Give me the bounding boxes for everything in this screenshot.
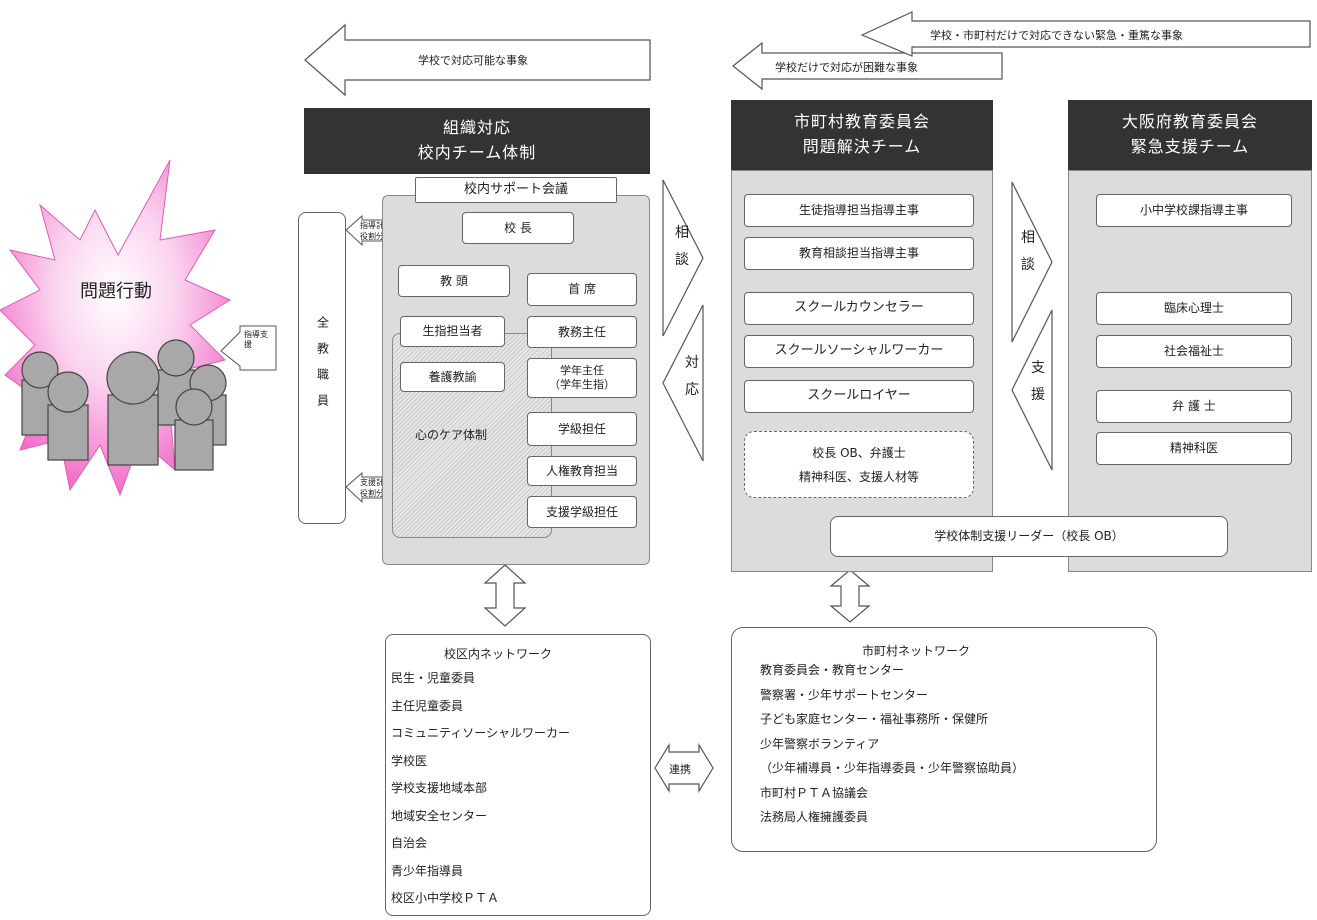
- arrow-consult-2: [1011, 181, 1053, 343]
- principal-box: 校 長: [462, 212, 574, 244]
- nurse-box: 養護教諭: [400, 362, 505, 392]
- arrow-label-respond: 対応: [685, 355, 699, 398]
- list-item: 主任児童委員: [391, 698, 464, 713]
- list-item: 民生・児童委員: [391, 671, 476, 685]
- list-item: 警察署・少年サポートセンター: [760, 687, 929, 702]
- municipal-item-2: 教育相談担当指導主事: [744, 237, 974, 270]
- list-item: 市町村ＰＴＡ協議会: [760, 785, 869, 800]
- school-network-list: 民生・児童委員 主任児童委員 コミュニティソーシャルワーカー 学校医 学校支援地…: [391, 665, 570, 913]
- list-item: 地域安全センター: [391, 808, 488, 823]
- arrow-label-support-plan: 支援計画役割分担: [360, 478, 392, 498]
- homeroom-box: 学級担任: [527, 412, 637, 446]
- arrow-school-network-link: [483, 564, 527, 627]
- prefecture-panel: [1068, 170, 1312, 572]
- municipal-item-1: 生徒指導担当指導主事: [744, 194, 974, 227]
- human-rights-box: 人権教育担当: [527, 456, 637, 486]
- prefecture-item-3: 社会福祉士: [1096, 335, 1292, 368]
- municipal-dashed-box: 校長 OB、弁護士精神科医、支援人材等: [744, 431, 974, 498]
- prefecture-item-5: 精神科医: [1096, 432, 1292, 465]
- arrow-label-guidance-support: 指導支援: [244, 330, 268, 350]
- office-head-box: 首 席: [527, 273, 637, 306]
- municipal-network-title: 市町村ネットワーク: [862, 644, 971, 658]
- municipal-team-header: 市町村教育委員会問題解決チーム: [731, 100, 993, 170]
- list-item: コミュニティソーシャルワーカー: [391, 726, 571, 740]
- list-item: 学校支援地域本部: [391, 781, 488, 795]
- arrow-municipal-network-link: [829, 569, 871, 623]
- arrow-label-support: 支援: [1031, 360, 1045, 403]
- municipal-item-4: スクールソーシャルワーカー: [744, 335, 974, 368]
- arrow-cooperation: [654, 742, 714, 794]
- arrow-label-cooperation: 連携: [669, 763, 691, 776]
- list-item: 青少年指導員: [391, 863, 464, 878]
- school-network-title: 校区内ネットワーク: [444, 647, 553, 661]
- municipal-item-5: スクールロイヤー: [744, 380, 974, 413]
- municipal-network-box: 市町村ネットワーク 教育委員会・教育センター 警察署・少年サポートセンター 子ど…: [731, 627, 1157, 852]
- arrow-respond: [662, 304, 704, 462]
- all-staff-box: 全教職員: [298, 212, 346, 524]
- prefecture-item-1: 小中学校課指導主事: [1096, 194, 1292, 227]
- guidance-lead-box: 生指担当者: [400, 316, 505, 347]
- arrow-emergency: [860, 11, 1311, 57]
- list-item: 法務局人権擁護委員: [760, 810, 869, 824]
- arrow-label-consult-1: 相談: [675, 225, 689, 268]
- list-item: 校区小中学校ＰＴＡ: [391, 891, 500, 905]
- arrow-consult-1: [662, 179, 704, 337]
- list-item: （少年補導員・少年指導委員・少年警察協助員）: [760, 761, 1025, 775]
- arrow-school-capable: [304, 23, 651, 97]
- arrow-guidance-support: [220, 325, 277, 371]
- municipal-item-3: スクールカウンセラー: [744, 292, 974, 325]
- care-system-label: 心のケア体制: [415, 428, 488, 442]
- municipal-network-list: 教育委員会・教育センター 警察署・少年サポートセンター 子ども家庭センター・福祉…: [760, 658, 1024, 830]
- arrow-school-difficult: [732, 41, 1003, 91]
- school-network-box: 校区内ネットワーク 民生・児童委員 主任児童委員 コミュニティソーシャルワーカー…: [385, 634, 651, 916]
- municipal-panel: [731, 170, 993, 572]
- academic-lead-box: 教務主任: [527, 316, 637, 348]
- prefecture-item-2: 臨床心理士: [1096, 292, 1292, 325]
- problem-label: 問題行動: [80, 281, 152, 302]
- arrow-label-guidance-plan: 指導計画役割分担: [360, 221, 392, 241]
- list-item: 自治会: [391, 836, 428, 850]
- arrow-label-school-difficult: 学校だけで対応が困難な事象: [775, 61, 918, 74]
- arrow-label-school-capable: 学校で対応可能な事象: [418, 54, 528, 67]
- list-item: 学校医: [391, 753, 428, 768]
- list-item: 少年警察ボランティア: [760, 736, 880, 751]
- arrow-support: [1011, 309, 1053, 471]
- list-item: 子ども家庭センター・福祉事務所・保健所: [760, 712, 989, 726]
- prefecture-item-4: 弁 護 士: [1096, 390, 1292, 423]
- people-group: [21, 339, 227, 471]
- vice-principal-box: 教 頭: [398, 265, 510, 297]
- arrow-label-consult-2: 相談: [1021, 230, 1035, 273]
- grade-lead-box: 学年主任（学年生指）: [527, 358, 637, 398]
- school-team-header: 組織対応校内チーム体制: [304, 108, 650, 174]
- list-item: 教育委員会・教育センター: [760, 663, 905, 677]
- arrow-label-emergency: 学校・市町村だけで対応できない緊急・重篤な事象: [930, 29, 1183, 42]
- support-meeting-label: 校内サポート会議: [415, 177, 617, 203]
- prefecture-team-header: 大阪府教育委員会緊急支援チーム: [1068, 100, 1312, 170]
- special-class-box: 支援学級担任: [527, 496, 637, 528]
- leader-box: 学校体制支援リーダー（校長 OB）: [830, 516, 1228, 557]
